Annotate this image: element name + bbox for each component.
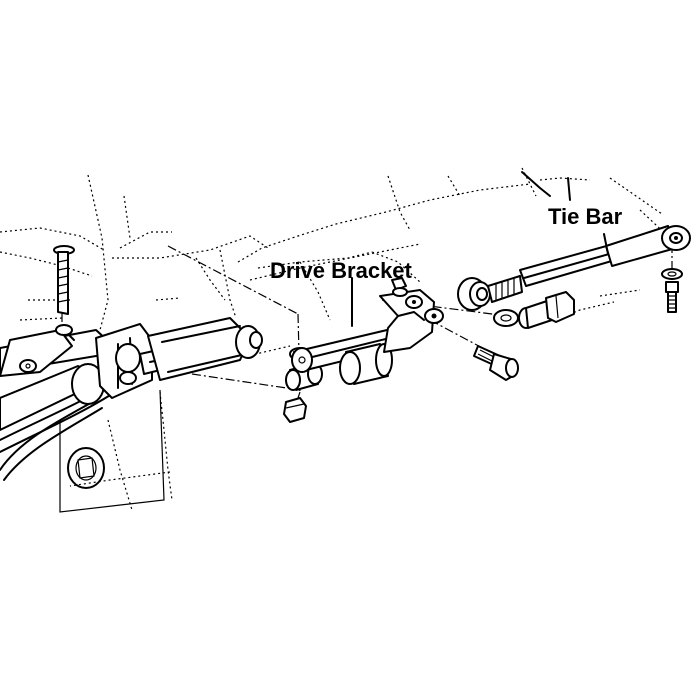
- drive-bracket: [291, 277, 444, 385]
- leader-lines: [351, 171, 609, 327]
- tie-bar: [519, 225, 691, 287]
- transom-plate: [59, 389, 165, 513]
- drive-bracket-label: Drive Bracket: [270, 258, 413, 283]
- steering-cylinder: [0, 317, 263, 431]
- tie-bar-label: Tie Bar: [548, 204, 623, 229]
- hex-bolt-middle: [493, 291, 575, 329]
- tie-bar-rod-end: [457, 275, 523, 311]
- tie-bar-end-hardware: [661, 268, 683, 313]
- outboard-motor-outline: [0, 167, 671, 511]
- steering-cable: [0, 385, 113, 481]
- mounting-bolt-left: [53, 245, 75, 336]
- socket-cap-screw-lower: [473, 345, 519, 381]
